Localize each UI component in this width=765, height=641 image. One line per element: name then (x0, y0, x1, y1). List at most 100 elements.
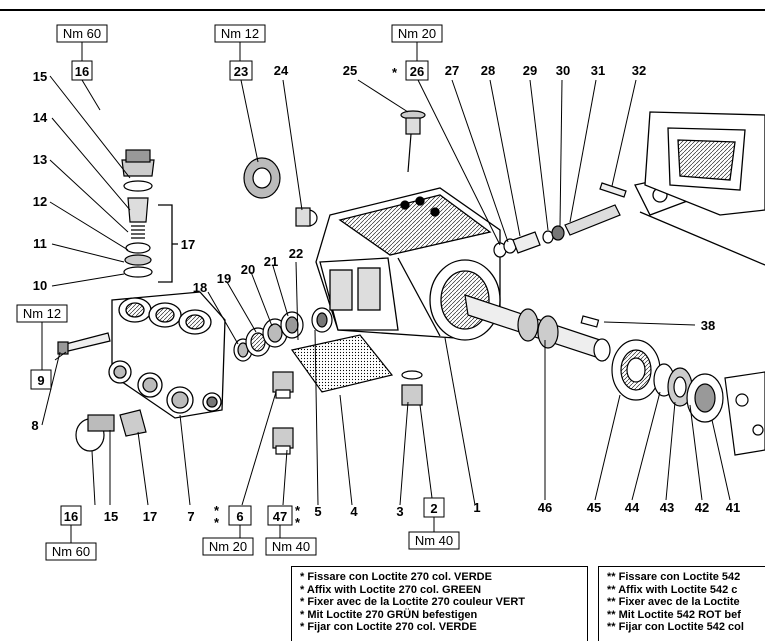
callout-45: 45 (587, 500, 601, 515)
svg-text:Nm 40: Nm 40 (272, 539, 310, 554)
loctite-mark-26: * (392, 65, 398, 80)
callout-46: 46 (538, 500, 552, 515)
legend-542-line-2: ** Affix with Loctite 542 c (607, 583, 738, 596)
valve-assembly-parts-10-16 (121, 149, 155, 278)
svg-text:Nm 20: Nm 20 (398, 26, 436, 41)
callout-3: 3 (396, 504, 403, 519)
callout-41: 41 (726, 500, 740, 515)
legend-270-line-3: * Fixer avec de la Loctite 270 couleur V… (300, 596, 525, 608)
legend-542-line-4: ** Mit Loctite 542 ROT bef (607, 608, 741, 621)
callout-1: 1 (473, 500, 480, 515)
cover-part-4 (290, 334, 394, 393)
callout-31: 31 (591, 63, 605, 78)
callout-21: 21 (264, 254, 278, 269)
legend-270-line-1: * Fissare con Loctite 270 col. VERDE (300, 571, 492, 583)
callout-13: 13 (33, 152, 47, 167)
torque-box-6: 6 Nm 20 * * (202, 503, 254, 556)
callout-17-bottom: 17 (143, 509, 157, 524)
callout-10: 10 (33, 278, 47, 293)
legend-loctite-542: ** Fissare con Loctite 542 ** Affix with… (598, 566, 765, 641)
plug-part-47 (272, 427, 294, 455)
loctite-mark-47a: * (295, 503, 301, 518)
legend-542-line-3: ** Fixer avec de la Loctite (607, 596, 740, 608)
callout-11: 11 (33, 236, 47, 251)
callout-43: 43 (660, 500, 674, 515)
torque-box-9: Nm 12 9 (16, 304, 68, 390)
legend-loctite-270: * Fissare con Loctite 270 col. VERDE * A… (291, 566, 588, 641)
callout-4: 4 (350, 504, 358, 519)
legend-270-line-4: * Mit Loctite 270 GRÜN befestigen (300, 608, 478, 621)
callout-30: 30 (556, 63, 570, 78)
piston-parts-27-31 (493, 182, 627, 258)
torque-box-47: 47 Nm 40 * * (265, 503, 317, 556)
callout-26: 26 (410, 64, 424, 79)
callout-14: 14 (33, 110, 48, 125)
valve-part-17-bottom (119, 409, 147, 437)
plug-part-3 (401, 370, 423, 406)
torque-box-23: Nm 12 23 (214, 24, 266, 163)
crankshaft-part-46 (464, 294, 611, 362)
torque-box-2: 2 Nm 40 (408, 497, 460, 550)
callout-42: 42 (695, 500, 709, 515)
callout-29: 29 (523, 63, 537, 78)
callout-numbers: 15 14 13 12 11 10 17 8 18 19 20 21 22 24… (31, 63, 740, 524)
loctite-mark-6b: * (214, 515, 220, 530)
loctite-mark-6a: * (214, 503, 220, 518)
bushing-part-24 (295, 207, 318, 227)
key-part-38 (580, 315, 600, 328)
dipstick-part-25 (400, 110, 426, 173)
plug-part-16-bottom (75, 414, 115, 452)
callout-16-top: 16 (75, 64, 89, 79)
svg-text:Nm 12: Nm 12 (23, 306, 61, 321)
callout-23: 23 (234, 64, 248, 79)
seals-parts-18-22 (233, 307, 333, 362)
legend-542-line-5: ** Fijar con Loctite 542 col (607, 621, 744, 633)
callout-24: 24 (274, 63, 289, 78)
torque-box-16-top: Nm 60 16 (56, 24, 108, 111)
callout-22: 22 (289, 246, 303, 261)
callout-47: 47 (273, 509, 287, 524)
callout-8: 8 (31, 418, 38, 433)
crankcase-part-1 (315, 187, 501, 341)
callout-38: 38 (701, 318, 715, 333)
callout-9: 9 (37, 373, 44, 388)
callout-20: 20 (241, 262, 255, 277)
callout-27: 27 (445, 63, 459, 78)
plug-part-23 (243, 157, 281, 199)
callout-5: 5 (314, 504, 321, 519)
bolt-part-8 (57, 332, 111, 355)
legend-270-line-2: * Affix with Loctite 270 col. GREEN (300, 583, 482, 596)
group-bracket-17 (158, 204, 178, 283)
callout-12: 12 (33, 194, 47, 209)
callout-19: 19 (217, 271, 231, 286)
loctite-mark-47b: * (295, 515, 301, 530)
callout-28: 28 (481, 63, 495, 78)
callout-17-top: 17 (181, 237, 195, 252)
bearing-part-45 (611, 339, 661, 401)
rear-cover-top-right (644, 111, 765, 216)
callout-44: 44 (625, 500, 640, 515)
svg-text:Nm 60: Nm 60 (52, 544, 90, 559)
plug-part-6 (272, 371, 294, 399)
legend-270-line-5: * Fijar con Loctite 270 col. VERDE (300, 621, 477, 633)
svg-text:Nm 12: Nm 12 (221, 26, 259, 41)
callout-16-bottom: 16 (64, 509, 78, 524)
legend-542-line-1: ** Fissare con Loctite 542 (607, 571, 741, 583)
callout-6: 6 (236, 509, 243, 524)
callout-18: 18 (193, 280, 207, 295)
svg-text:Nm 40: Nm 40 (415, 533, 453, 548)
callout-25: 25 (343, 63, 357, 78)
callout-15: 15 (33, 69, 47, 84)
callout-7: 7 (187, 509, 194, 524)
manifold-part-7 (108, 291, 226, 419)
callout-32: 32 (632, 63, 646, 78)
svg-text:Nm 60: Nm 60 (63, 26, 101, 41)
rings-parts-41-44 (653, 363, 765, 456)
torque-box-26: Nm 20 26 * (391, 24, 443, 81)
callout-15-bottom: 15 (104, 509, 118, 524)
torque-box-16-bottom: 16 Nm 60 (45, 505, 97, 561)
svg-text:Nm 20: Nm 20 (209, 539, 247, 554)
leader-lines (41, 75, 731, 506)
